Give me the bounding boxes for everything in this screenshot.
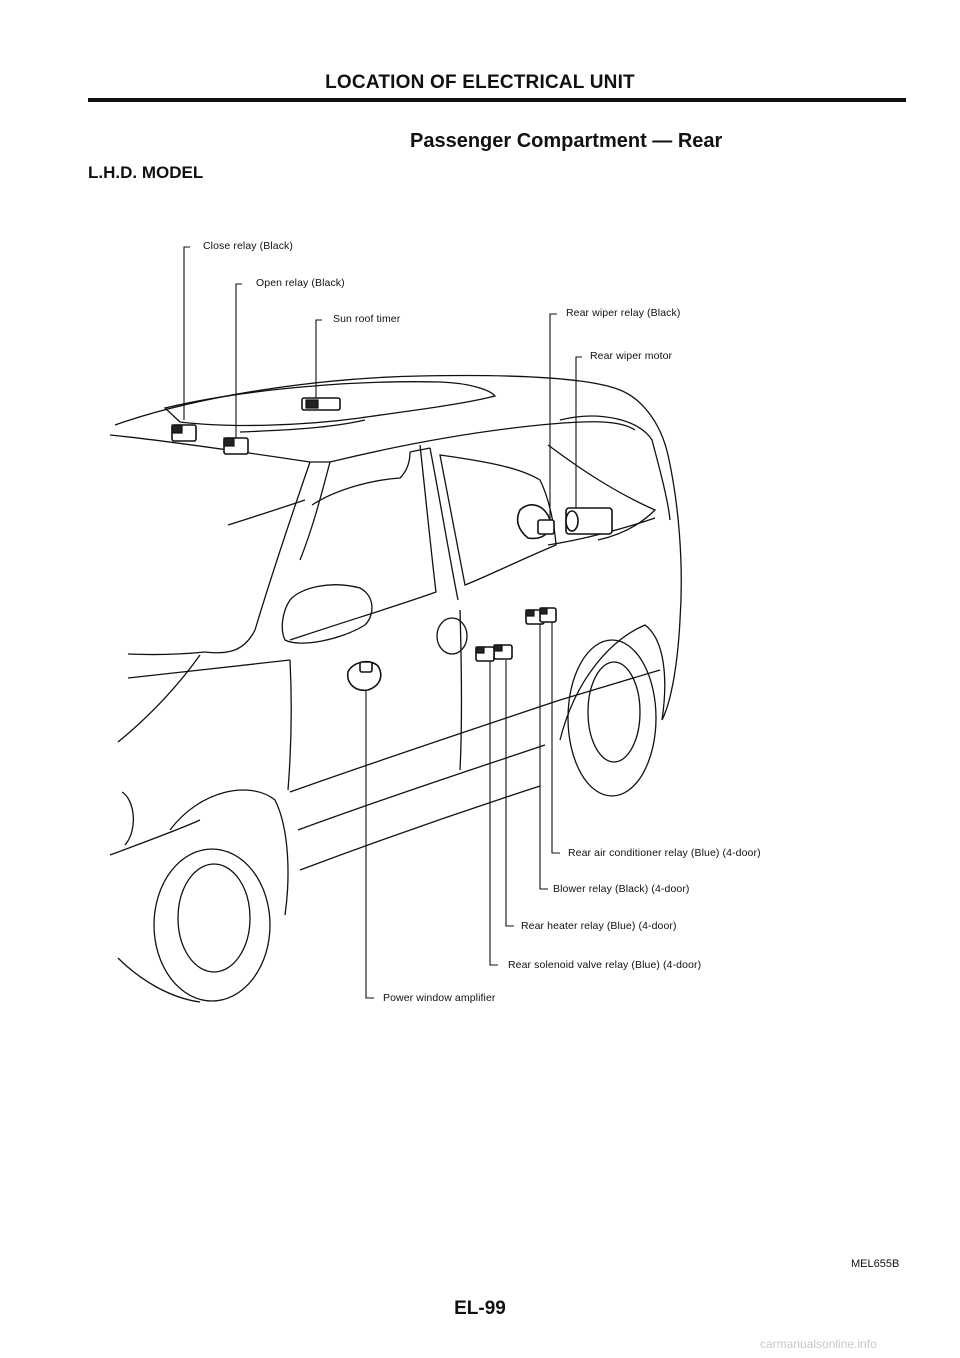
label-rear-ac-relay: Rear air conditioner relay (Blue) (4-doo…	[568, 847, 761, 859]
b-pillar	[289, 444, 437, 641]
windshield-wiper-line	[227, 499, 306, 526]
fuel-lid	[436, 617, 468, 655]
label-sun-roof-timer: Sun roof timer	[333, 313, 401, 325]
rear-wheel-arch	[559, 624, 666, 741]
label-close-relay: Close relay (Black)	[203, 240, 294, 252]
rear-rim	[587, 661, 641, 763]
front-fascia	[117, 654, 201, 743]
body-crease	[127, 659, 291, 679]
blower-relay-unit-icon	[539, 607, 557, 623]
power-window-amplifier-unit-icon	[346, 660, 382, 692]
label-open-relay: Open relay (Black)	[256, 277, 345, 289]
front-window-top	[311, 451, 411, 506]
roof-lower-edge	[109, 421, 636, 463]
rear-tire	[567, 639, 657, 797]
front-rim	[177, 863, 251, 973]
rear-solenoid-relay-unit-icon	[475, 646, 495, 662]
leader-blower-relay	[539, 615, 548, 890]
sunroof-glass	[163, 381, 497, 427]
label-rear-wiper-motor: Rear wiper motor	[590, 350, 673, 362]
open-relay-unit-icon	[223, 437, 249, 455]
sunroof-rear-edge	[239, 419, 366, 433]
figure-code: MEL655B	[851, 1258, 900, 1270]
section-subtitle: Passenger Compartment — Rear	[410, 130, 723, 152]
label-power-window-amplifier: Power window amplifier	[383, 992, 496, 1004]
rocker-line	[299, 785, 541, 871]
vehicle-outline	[109, 374, 682, 1003]
leader-power-window-amp	[365, 680, 374, 999]
relay-units	[171, 397, 613, 692]
page-number: EL-99	[454, 1298, 506, 1319]
leader-rear-wiper-relay	[549, 313, 557, 532]
front-tire	[153, 848, 271, 1002]
front-lower	[109, 819, 201, 856]
window-frame	[409, 447, 431, 453]
leader-rear-heater-relay	[505, 660, 514, 927]
rear-door-window	[439, 454, 557, 586]
leader-rear-wiper-motor	[575, 356, 582, 508]
sun-roof-timer-unit-icon	[301, 397, 341, 411]
rear-door-edge	[459, 609, 463, 771]
belt-line-lower	[289, 669, 661, 793]
quarter-window	[547, 444, 657, 541]
footer-watermark: carmanualsonline.info	[760, 1337, 877, 1351]
model-label: L.H.D. MODEL	[88, 163, 204, 182]
leader-open-relay	[235, 283, 242, 438]
rear-wiper-motor-unit-icon	[565, 507, 613, 535]
leader-close-relay	[183, 246, 190, 420]
rear-heater-relay-unit-icon	[493, 644, 513, 660]
front-door-front-edge	[287, 659, 292, 791]
leader-lines	[183, 246, 582, 999]
close-relay-unit-icon	[171, 424, 197, 442]
rear-body	[661, 454, 682, 721]
label-rear-heater-relay: Rear heater relay (Blue) (4-door)	[521, 920, 677, 932]
c-pillar	[429, 447, 459, 601]
a-pillar	[204, 461, 311, 654]
rear-hatch	[559, 415, 671, 521]
label-rear-wiper-relay: Rear wiper relay (Black)	[566, 307, 681, 319]
leader-sun-roof-timer	[315, 319, 322, 398]
front-wheel-arch	[169, 789, 289, 916]
page-title: LOCATION OF ELECTRICAL UNIT	[325, 72, 635, 93]
front-bumper	[121, 791, 135, 846]
front-ground	[117, 957, 201, 1003]
side-mirror	[281, 584, 373, 644]
rear-wiper-relay-unit-icon	[516, 504, 555, 540]
label-rear-solenoid-valve-relay: Rear solenoid valve relay (Blue) (4-door…	[508, 959, 702, 971]
leader-rear-ac-relay	[551, 610, 560, 854]
windshield-edge	[299, 461, 331, 561]
title-rule	[88, 98, 906, 102]
leader-rear-solenoid-relay	[489, 660, 498, 966]
side-molding	[297, 744, 546, 831]
hood-line	[127, 651, 206, 656]
label-blower-relay: Blower relay (Black) (4-door)	[553, 883, 690, 895]
roof-line	[114, 374, 669, 456]
